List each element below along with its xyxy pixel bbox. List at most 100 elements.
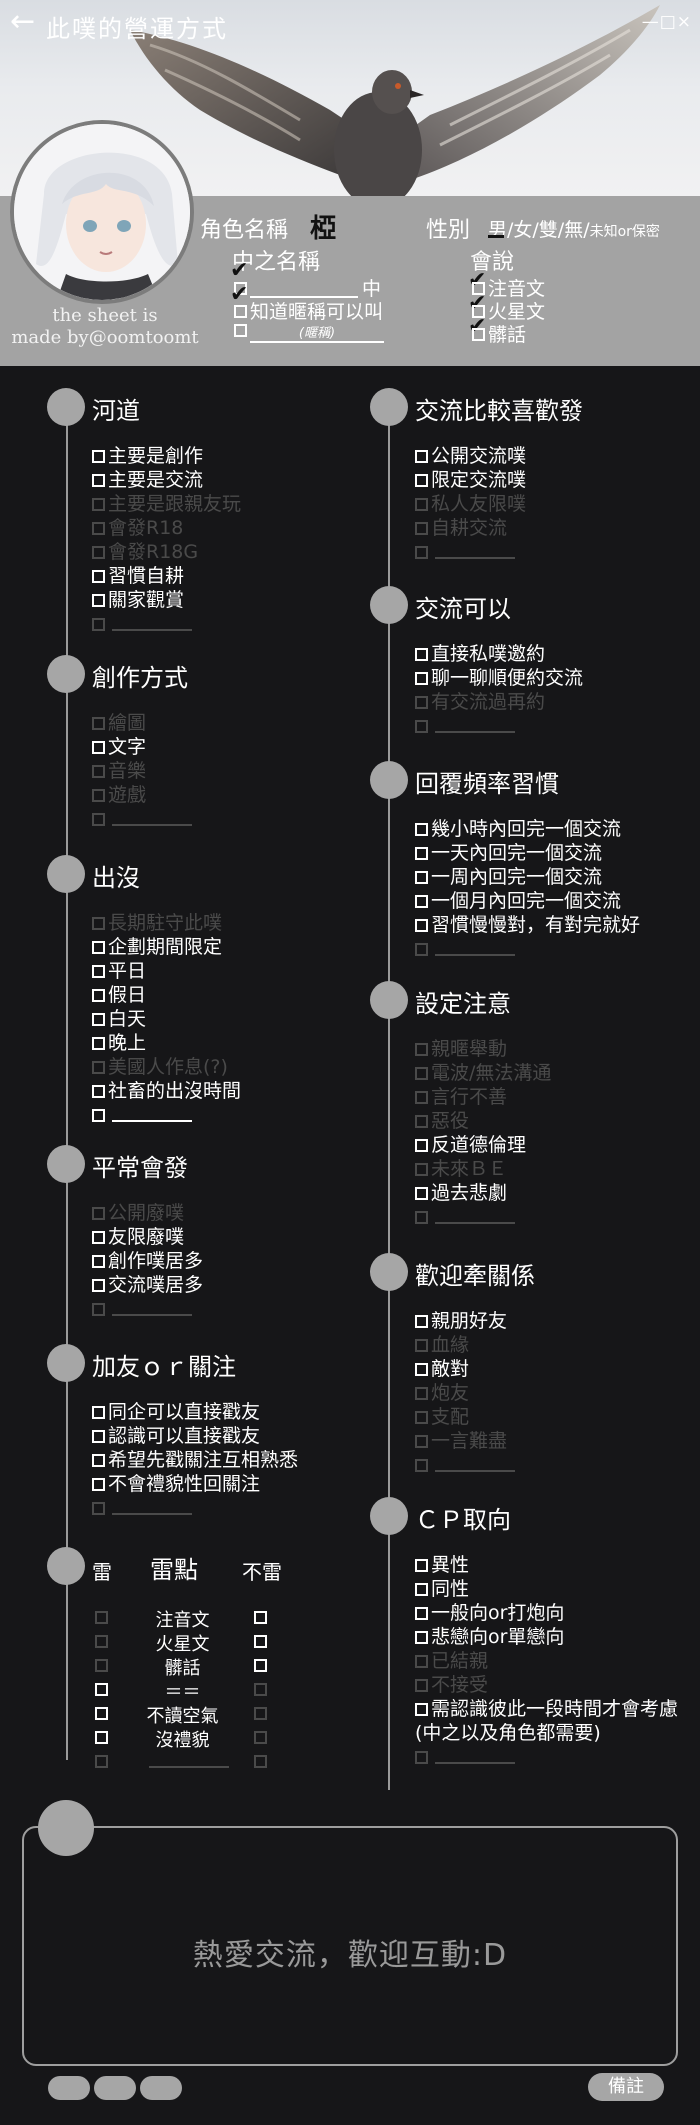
checkbox-icon[interactable] xyxy=(92,988,105,1002)
checkbox-item[interactable]: 一周內回完一個交流 xyxy=(415,865,640,889)
checkbox-item[interactable]: 敵對 xyxy=(415,1357,515,1381)
blank-line[interactable] xyxy=(435,1750,515,1764)
blank-line[interactable] xyxy=(112,617,192,631)
checkbox-item[interactable]: 企劃期間限定 xyxy=(92,935,241,959)
checkbox-icon[interactable] xyxy=(92,1453,105,1467)
checkbox-icon[interactable] xyxy=(415,1410,428,1424)
checkbox-item[interactable]: 公開廢噗 xyxy=(92,1201,203,1225)
custom-blank-item[interactable] xyxy=(92,1103,241,1127)
checkbox-icon[interactable] xyxy=(92,569,105,583)
checkbox-item[interactable]: 血緣 xyxy=(415,1333,515,1357)
checkbox-item[interactable]: 支配 xyxy=(415,1405,515,1429)
checkbox-icon[interactable] xyxy=(415,1090,428,1104)
nickname-ok-item[interactable]: 知道暱稱可以叫 xyxy=(234,297,383,324)
checkbox-icon[interactable] xyxy=(415,846,428,860)
checkbox-icon[interactable] xyxy=(92,1108,105,1122)
checkbox-icon[interactable] xyxy=(92,740,105,754)
checkbox-item[interactable]: 音樂 xyxy=(92,759,192,783)
blank-line[interactable] xyxy=(112,1108,192,1122)
checkbox-icon[interactable] xyxy=(415,1314,428,1328)
checkbox-item[interactable]: 自耕交流 xyxy=(415,516,526,540)
checkbox-icon[interactable] xyxy=(92,1477,105,1491)
checkbox-icon[interactable] xyxy=(92,1254,105,1268)
checkbox-icon[interactable] xyxy=(415,719,428,733)
checkbox-icon[interactable] xyxy=(415,1582,428,1596)
checkbox-item[interactable]: 平日 xyxy=(92,959,241,983)
checkbox-item[interactable]: 長期駐守此噗 xyxy=(92,911,241,935)
checkbox-item[interactable]: 一言難盡 xyxy=(415,1429,515,1453)
checkbox-icon[interactable] xyxy=(415,1606,428,1620)
checkbox-icon[interactable] xyxy=(415,1338,428,1352)
custom-blank-item[interactable] xyxy=(415,937,640,961)
checkbox-icon[interactable] xyxy=(92,916,105,930)
checkbox-icon[interactable] xyxy=(415,918,428,932)
checkbox-icon[interactable] xyxy=(415,1210,428,1224)
lei-right-checkbox[interactable] xyxy=(254,1611,267,1624)
checkbox-icon[interactable] xyxy=(415,942,428,956)
checkbox-item[interactable]: 晚上 xyxy=(92,1031,241,1055)
blank-line[interactable] xyxy=(435,719,515,733)
blank-line[interactable] xyxy=(435,942,515,956)
checkbox-icon[interactable] xyxy=(92,1278,105,1292)
checkbox-item[interactable]: 文字 xyxy=(92,735,192,759)
checkbox-item[interactable]: 不接受 xyxy=(415,1673,678,1697)
blank-line[interactable] xyxy=(112,1501,192,1515)
custom-blank-item[interactable] xyxy=(415,714,583,738)
checkbox-icon[interactable] xyxy=(92,617,105,631)
page-pill-2[interactable] xyxy=(94,2076,136,2100)
lei-blank-checkbox[interactable] xyxy=(254,1755,267,1768)
checkbox-icon[interactable] xyxy=(92,1302,105,1316)
checkbox-icon[interactable] xyxy=(415,473,428,487)
middle-name-blank[interactable] xyxy=(250,282,358,298)
nickname-field[interactable]: (暱稱) xyxy=(234,320,384,343)
checkbox-icon[interactable] xyxy=(415,1362,428,1376)
checkbox-item[interactable]: 炮友 xyxy=(415,1381,515,1405)
checkbox-item[interactable]: 認識可以直接戳友 xyxy=(92,1424,298,1448)
checkbox-icon[interactable] xyxy=(415,449,428,463)
checkbox-item[interactable]: 親暱舉動 xyxy=(415,1037,551,1061)
checkbox-item[interactable]: 已結親 xyxy=(415,1649,678,1673)
checkbox-icon[interactable] xyxy=(415,1750,428,1764)
checkbox-icon[interactable] xyxy=(415,1066,428,1080)
window-controls[interactable]: —□× xyxy=(641,12,692,32)
checkbox-icon[interactable] xyxy=(415,1386,428,1400)
checkbox-icon[interactable] xyxy=(92,1084,105,1098)
checkbox-item[interactable]: 私人友限噗 xyxy=(415,492,526,516)
lei-left-checkbox[interactable] xyxy=(95,1683,108,1696)
checkbox-item[interactable]: 創作噗居多 xyxy=(92,1249,203,1273)
lei-left-checkbox[interactable] xyxy=(95,1635,108,1648)
checkbox-item[interactable]: 悲戀向or單戀向 xyxy=(415,1625,678,1649)
checkbox-item[interactable]: 繪圖 xyxy=(92,711,192,735)
lei-left-checkbox[interactable] xyxy=(95,1659,108,1672)
checkbox-item[interactable]: 交流噗居多 xyxy=(92,1273,203,1297)
custom-blank-item[interactable] xyxy=(415,540,526,564)
checkbox-icon[interactable] xyxy=(92,1060,105,1074)
checkbox-icon[interactable] xyxy=(92,473,105,487)
checkbox-item[interactable]: 言行不善 xyxy=(415,1085,551,1109)
checkbox-item[interactable]: 親朋好友 xyxy=(415,1309,515,1333)
checkbox-icon[interactable] xyxy=(415,1042,428,1056)
checkbox-item[interactable]: 關家觀賞 xyxy=(92,588,241,612)
checkbox-icon[interactable] xyxy=(415,521,428,535)
page-pill-1[interactable] xyxy=(48,2076,90,2100)
checkbox-icon[interactable] xyxy=(92,716,105,730)
checkbox-item[interactable]: 反道德倫理 xyxy=(415,1133,551,1157)
checkbox-item[interactable]: 主要是交流 xyxy=(92,468,241,492)
checkbox-item[interactable]: 同企可以直接戳友 xyxy=(92,1400,298,1424)
back-arrow-icon[interactable]: ← xyxy=(10,4,36,39)
checkbox-item[interactable]: 希望先戳關注互相熟悉 xyxy=(92,1448,298,1472)
checkbox-icon[interactable] xyxy=(415,1630,428,1644)
checkbox-item[interactable]: 美國人作息(?) xyxy=(92,1055,241,1079)
checkbox-item[interactable]: 幾小時內回完一個交流 xyxy=(415,817,640,841)
blank-line[interactable] xyxy=(435,1210,515,1224)
checkbox-icon[interactable] xyxy=(92,1429,105,1443)
checkbox-icon[interactable] xyxy=(415,1114,428,1128)
checkbox-item[interactable]: 主要是創作 xyxy=(92,444,241,468)
checkbox-item[interactable]: 假日 xyxy=(92,983,241,1007)
checkbox-icon[interactable] xyxy=(92,497,105,511)
blank-line[interactable] xyxy=(435,1458,515,1472)
checkbox-icon[interactable] xyxy=(415,1678,428,1692)
checkbox-icon[interactable] xyxy=(92,1206,105,1220)
lei-left-checkbox[interactable] xyxy=(95,1611,108,1624)
checkbox-icon[interactable] xyxy=(415,1654,428,1668)
